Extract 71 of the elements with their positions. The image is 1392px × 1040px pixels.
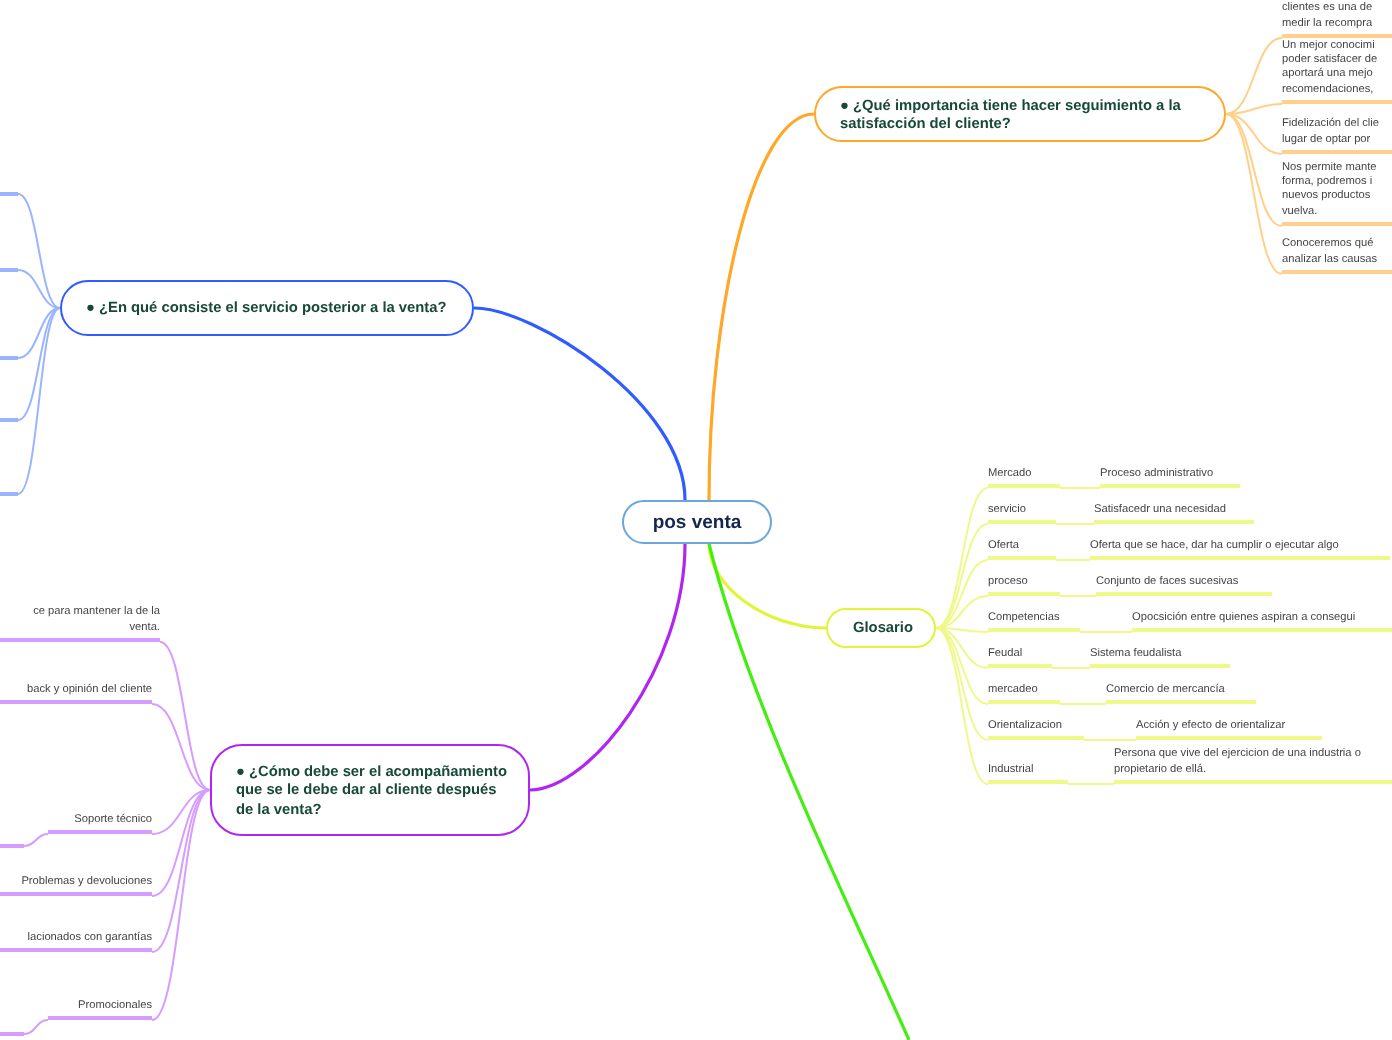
branch-line — [151, 789, 211, 953]
branch-line — [935, 487, 989, 629]
subtopic-node — [988, 610, 1080, 632]
subtopic-node — [0, 874, 152, 896]
subtopic-node — [988, 718, 1084, 740]
subtopic-node — [988, 682, 1060, 704]
branch-line — [1051, 667, 1091, 669]
branch-line — [159, 641, 211, 791]
subtopic-node — [1094, 502, 1254, 524]
subtopic-node — [48, 998, 152, 1020]
subtopic-node — [988, 502, 1056, 524]
subtopic-node — [988, 574, 1060, 596]
topic-node — [60, 280, 474, 336]
branch-line — [935, 627, 989, 741]
branch-line — [935, 627, 989, 785]
subtopic-node — [1282, 0, 1392, 38]
branch-line — [23, 1019, 49, 1035]
branch-line — [1067, 783, 1115, 785]
branch-line — [1055, 523, 1095, 525]
branch-line — [1059, 487, 1101, 489]
branch-line — [707, 543, 827, 630]
subtopic-node — [1136, 718, 1322, 740]
subtopic-node — [988, 646, 1052, 668]
branch-line — [23, 833, 49, 847]
subtopic-node — [988, 538, 1056, 560]
branch-line — [151, 789, 211, 835]
subtopic-node — [1090, 646, 1230, 668]
central-topic — [622, 500, 772, 544]
branch-line — [17, 307, 61, 495]
subtopic-node — [48, 812, 152, 834]
branch-line — [935, 627, 989, 705]
subtopic-node — [1090, 538, 1390, 560]
subtopic-node — [1282, 44, 1392, 104]
branch-line — [473, 306, 687, 501]
branch-line — [1225, 103, 1283, 115]
branch-line — [1079, 631, 1133, 633]
branch-line — [151, 703, 211, 791]
branch-line — [529, 543, 687, 792]
branch-line — [17, 269, 61, 309]
branch-line — [1225, 113, 1283, 155]
subtopic-node — [1114, 746, 1392, 784]
subtopic-node — [1282, 120, 1392, 154]
branch-line — [17, 307, 61, 359]
subtopic-node — [1096, 574, 1272, 596]
subtopic-node — [0, 930, 152, 952]
subtopic-node — [988, 466, 1060, 488]
branch-line — [17, 307, 61, 421]
node-text: pos venta — [652, 511, 742, 533]
subtopic-node — [1282, 240, 1392, 274]
branch-line — [17, 193, 61, 309]
subtopic-node — [988, 762, 1068, 784]
topic-node — [826, 608, 936, 648]
branch-line — [1083, 739, 1137, 741]
branch-line — [935, 559, 989, 629]
branch-line — [1055, 559, 1091, 561]
branch-line — [1225, 37, 1283, 115]
branch-line — [935, 523, 989, 629]
branch-line — [707, 543, 911, 1040]
branch-line — [707, 112, 815, 501]
branch-line — [151, 789, 211, 897]
branch-line — [151, 789, 211, 1021]
branch-line — [1225, 113, 1283, 275]
subtopic-node — [1106, 682, 1256, 704]
subtopic-node — [0, 682, 152, 704]
subtopic-node — [1132, 610, 1392, 632]
branch-line — [1059, 595, 1097, 597]
subtopic-node — [1100, 466, 1240, 488]
subtopic-node — [0, 604, 160, 642]
branch-line — [1059, 703, 1107, 705]
topic-node — [210, 744, 530, 836]
topic-node — [814, 86, 1226, 142]
